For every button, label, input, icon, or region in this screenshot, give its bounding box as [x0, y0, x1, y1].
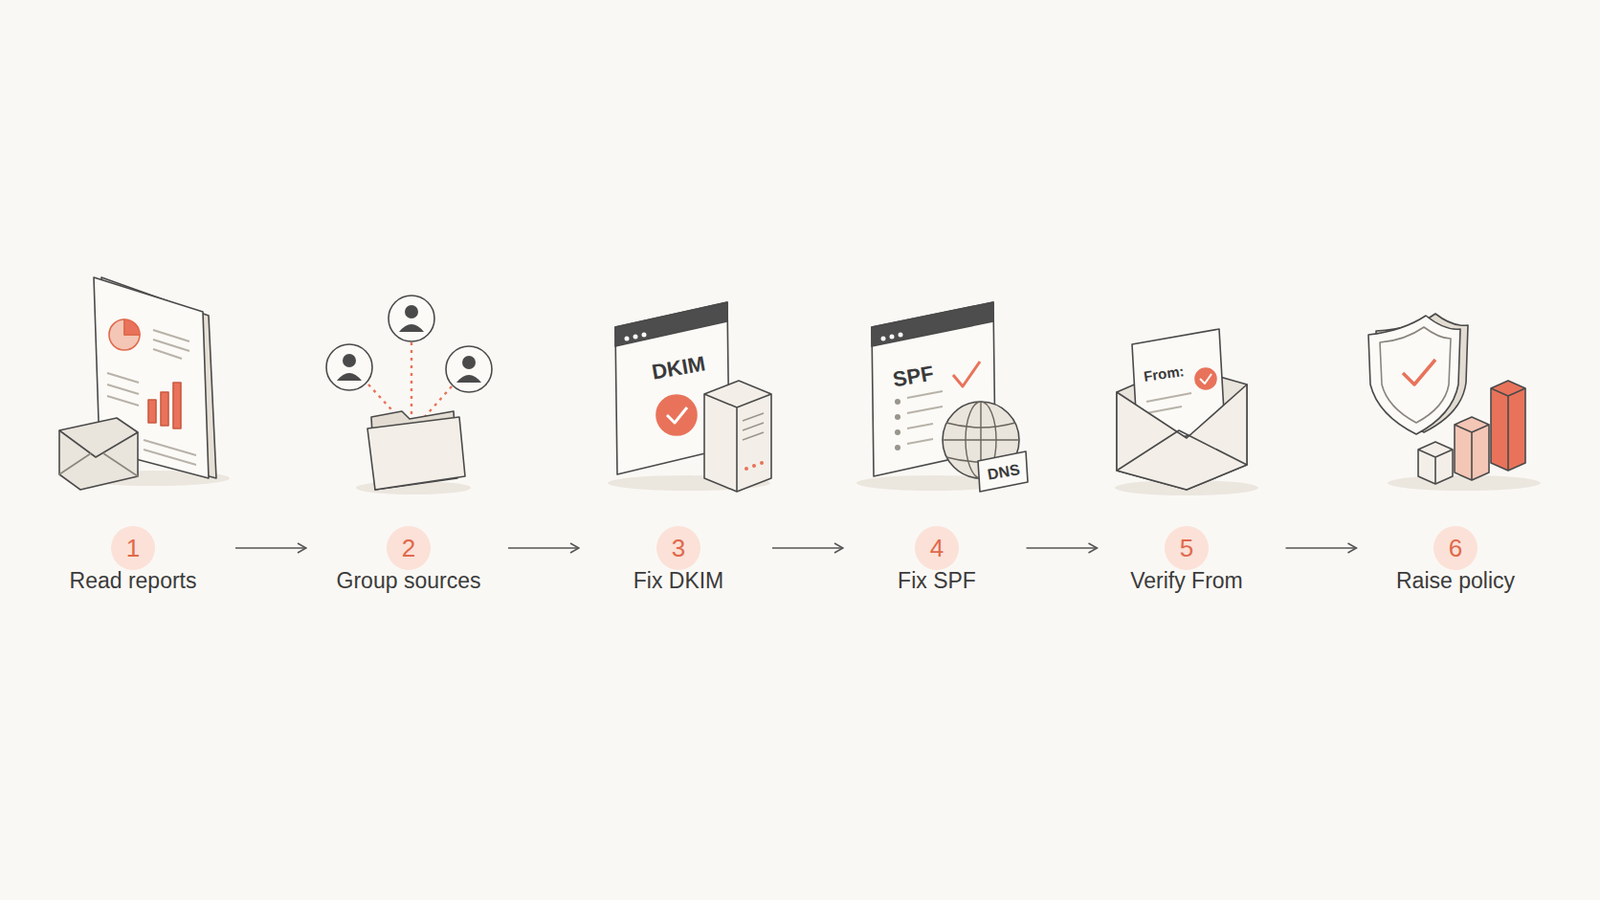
step-label: Group sources [336, 568, 482, 595]
icon-text: DKIM [649, 351, 708, 385]
flow-arrow [235, 547, 307, 550]
flow-arrow [508, 547, 579, 550]
spf-icon [856, 302, 1028, 492]
icon-text: SPF [890, 360, 936, 393]
step-label: Verify From [1130, 568, 1244, 595]
step-number: 1 [111, 526, 156, 571]
step-node: 1Read reports [111, 526, 156, 571]
dkim-icon [607, 302, 772, 492]
step-node: 2Group sources [386, 526, 431, 571]
step-number: 6 [1433, 526, 1478, 571]
icon-text: DNS [986, 461, 1022, 485]
step-label: Fix SPF [897, 568, 977, 595]
step-node: 5Verify From [1164, 526, 1209, 571]
report-icon [59, 277, 230, 490]
step-number: 5 [1164, 526, 1209, 571]
step-node: 3Fix DKIM [656, 526, 701, 571]
step-number: 3 [656, 526, 701, 571]
flow-arrow [1026, 547, 1098, 550]
group-icon [326, 295, 492, 495]
step-number: 2 [386, 526, 431, 571]
step-node: 4Fix SPF [914, 526, 959, 571]
step-label: Read reports [69, 568, 198, 595]
step-number: 4 [914, 526, 959, 571]
step-label: Raise policy [1396, 568, 1515, 595]
flow-arrow [772, 547, 844, 550]
step-node: 6Raise policy [1433, 526, 1478, 571]
icon-text: From: [1142, 362, 1185, 385]
flow-arrow [1286, 547, 1357, 550]
from-icon [1114, 329, 1259, 496]
policy-icon [1368, 313, 1541, 491]
step-label: Fix DKIM [633, 568, 725, 595]
